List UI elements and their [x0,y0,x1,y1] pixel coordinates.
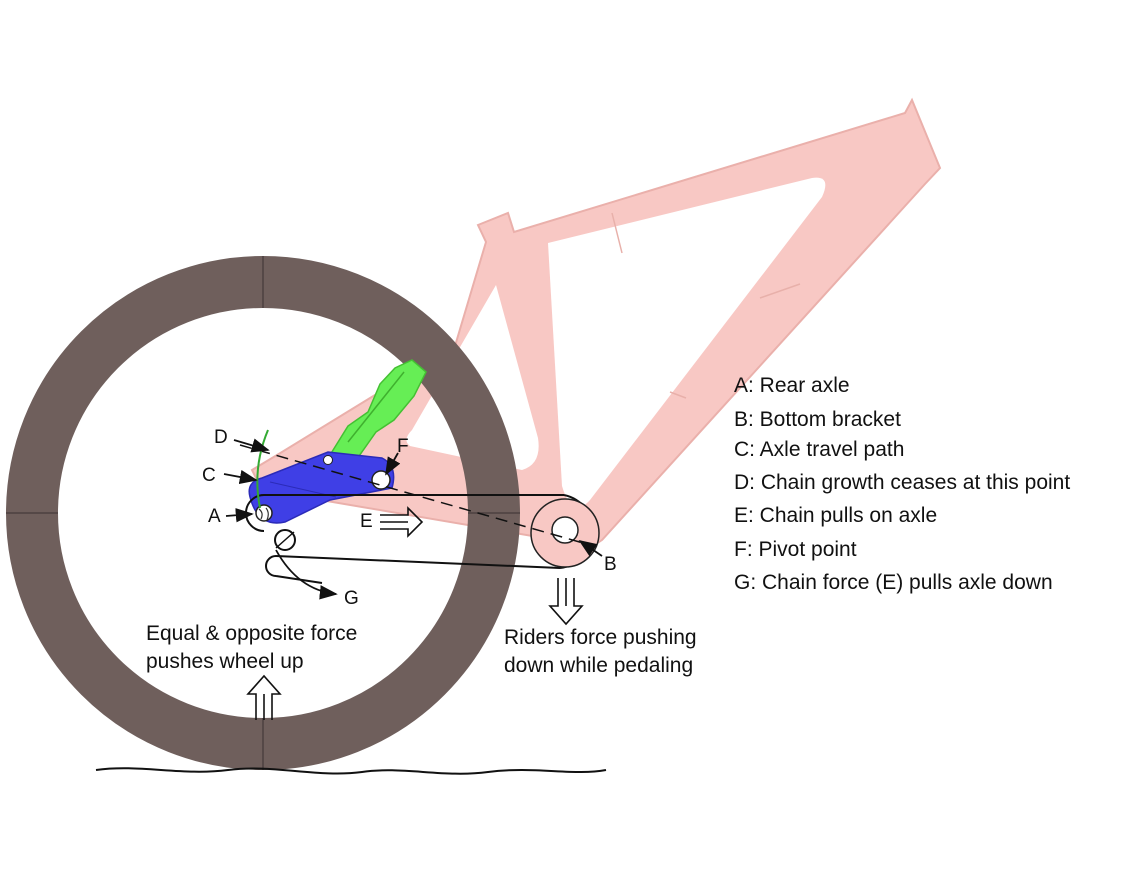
chain-force-arrow [380,506,424,538]
label-b: B [604,554,617,575]
legend-item-g: G: Chain force (E) pulls axle down [734,571,1053,594]
rider-force-text-line1: Riders force pushing [504,626,697,649]
ground-line [95,767,607,775]
label-a: A [208,506,221,527]
legend-item-b: B: Bottom bracket [734,408,901,431]
wheel-force-arrow [246,674,282,720]
label-f: F [397,436,409,457]
legend-item-a: A: Rear axle [734,374,850,397]
rear-wheel [6,256,520,770]
pivot-point [371,470,391,490]
leader-arrows [223,438,603,600]
wheel-force-text-line2: pushes wheel up [146,650,304,673]
rear-axle [255,504,273,522]
rider-force-arrow [548,578,584,626]
legend-item-f: F: Pivot point [734,538,857,561]
axle-travel-path [256,429,269,509]
label-d: D [214,427,228,448]
chain-growth-line [239,444,591,546]
label-g: G [344,588,359,609]
shock-absorber [328,359,427,467]
bottom-bracket [530,498,600,568]
legend: A: Rear axle B: Bottom bracket C: Axle t… [734,374,1070,594]
legend-item-d: D: Chain growth ceases at this point [734,471,1070,494]
legend-item-c: C: Axle travel path [734,438,904,461]
legend-item-e: E: Chain pulls on axle [734,504,937,527]
derailleur-pulley [274,529,296,551]
label-e: E [360,511,373,532]
wheel-force-text-line1: Equal & opposite force [146,622,357,645]
label-c: C [202,465,216,486]
rider-force-text-line2: down while pedaling [504,654,693,677]
